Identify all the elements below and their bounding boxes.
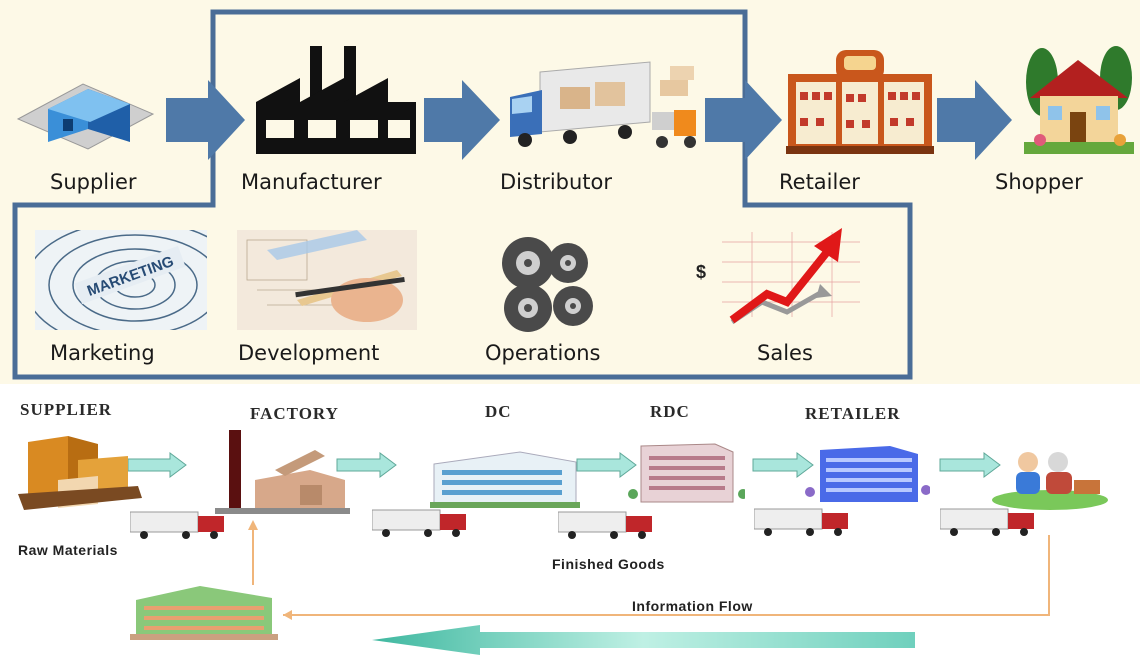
teal-arrow-3 (576, 452, 637, 478)
factory-plant-icon (215, 430, 350, 514)
shoppers-icon (992, 452, 1108, 510)
retail-store-icon (805, 446, 930, 502)
truck-icon-1 (130, 511, 224, 539)
truck-icon-5 (940, 508, 1034, 536)
flow-arrow-4 (937, 80, 1012, 160)
truck-icon (510, 61, 696, 148)
truck-icon-4 (754, 508, 848, 536)
chain-label-distributor: Distributor (500, 170, 613, 194)
shop-icon (786, 50, 934, 154)
function-label-development: Development (238, 341, 380, 365)
raw-material-boxes-icon (18, 436, 142, 510)
stage-caption-rdc: RDC (650, 402, 690, 421)
chain-label-manufacturer: Manufacturer (241, 170, 382, 194)
development-icon (237, 230, 417, 330)
teal-arrow-1 (127, 452, 187, 478)
warehouse-icon (16, 83, 155, 150)
regional-dc-icon (628, 443, 745, 503)
stage-caption-retailer: RETAILER (805, 404, 901, 423)
distribution-center-icon (430, 451, 580, 508)
truck-icon-2 (372, 509, 466, 537)
function-label-sales: Sales (757, 341, 813, 365)
chain-label-shopper: Shopper (995, 170, 1083, 194)
factory-icon (256, 46, 416, 154)
teal-arrow-2 (336, 452, 397, 478)
stage-caption-dc: DC (485, 402, 512, 421)
truck-icon-3 (558, 511, 652, 539)
function-label-operations: Operations (485, 341, 601, 365)
flow-arrow-1 (166, 80, 245, 160)
information-flow-label: Information Flow (632, 598, 753, 614)
teal-arrow-4 (752, 452, 814, 478)
flow-arrow-2 (424, 80, 500, 160)
teal-arrow-5 (939, 452, 1001, 478)
marketing-icon: MARKETING (35, 230, 207, 330)
finished-goods-label: Finished Goods (552, 556, 665, 572)
information-flow-line (283, 535, 1050, 616)
sales-chart-icon: $ (696, 228, 860, 325)
house-icon (1024, 46, 1134, 154)
stage-caption-supplier: SUPPLIER (20, 400, 113, 419)
planning-office-icon (130, 586, 278, 640)
function-label-marketing: Marketing (50, 341, 155, 365)
enterprise-boundary (12, 9, 913, 380)
sales-currency-symbol: $ (696, 262, 706, 282)
raw-materials-label: Raw Materials (18, 542, 118, 558)
chain-label-retailer: Retailer (779, 170, 860, 194)
chain-label-supplier: Supplier (50, 170, 137, 194)
gears-icon (502, 237, 593, 332)
stage-caption-factory: FACTORY (250, 404, 339, 423)
information-flow-arrow (372, 625, 915, 655)
flow-arrow-3 (705, 80, 782, 160)
